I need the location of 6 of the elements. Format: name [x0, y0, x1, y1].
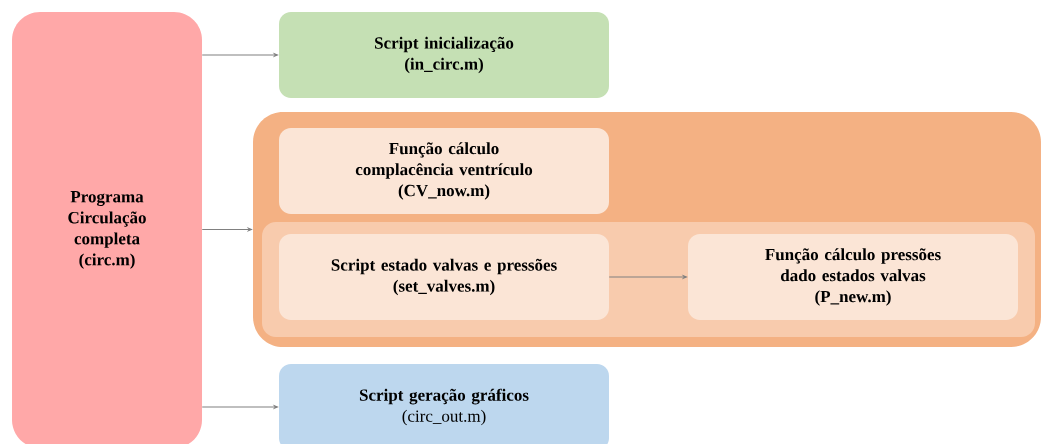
process-box: Script inicialização (in_circ.m): [279, 12, 609, 98]
process-box: Programa Circulação completa (circ.m): [12, 12, 202, 444]
process-box: Função cálculo pressões dado estados valvas (P_new.m): [688, 234, 1018, 320]
process-box: Função cálculo complacência ventrículo (CV_now.m): [279, 128, 609, 214]
process-box: Script estado valvas e pressões (set_valves.m): [279, 234, 609, 320]
process-box: Script geração gráficos (circ_out.m): [279, 364, 609, 444]
